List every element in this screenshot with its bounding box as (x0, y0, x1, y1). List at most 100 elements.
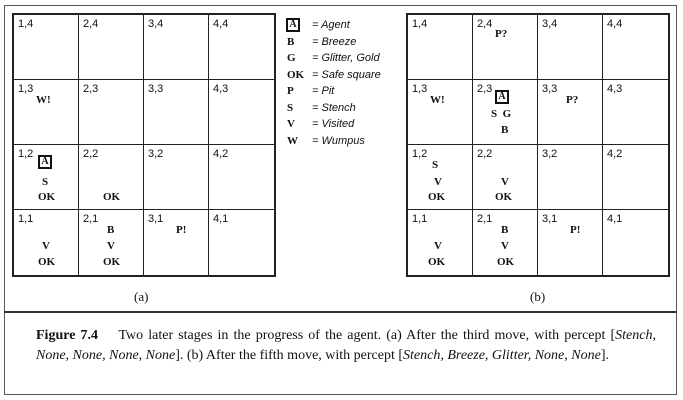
grid-cell-2-3: 2,3 (79, 80, 144, 145)
cell-coordinate: 4,2 (213, 148, 229, 160)
grid-cell-4-4: 4,4 (209, 15, 274, 80)
legend-description: = Breeze (312, 35, 357, 48)
legend-description: = Agent (312, 19, 350, 31)
cell-inline-mark: W! (36, 94, 51, 106)
caption-text-1: Two later stages in the progress of the … (118, 328, 616, 343)
percept-mark: S G (491, 108, 512, 120)
grid-cell-3-4: 3,4 (144, 15, 209, 80)
percept-mark: V (107, 240, 115, 252)
caption-percept-b: Stench, Breeze, Glitter, None, None (403, 348, 601, 363)
cell-coordinate: 4,4 (607, 18, 623, 30)
legend-symbol: G (287, 52, 296, 64)
caption-percept-a: Stench, None, None, None, None (36, 328, 656, 363)
grid-cell-1-4: 1,4 (408, 15, 473, 80)
percept-mark: OK (103, 191, 121, 203)
cell-inline-mark: P! (176, 224, 187, 236)
grid-cell-4-2: 4,2 (209, 145, 274, 210)
percept-mark: OK (497, 256, 515, 268)
percept-mark: V (434, 240, 442, 252)
grid-cell-4-1: 4,1 (603, 210, 668, 275)
percept-mark: B (107, 224, 115, 236)
legend-description: = Visited (312, 118, 355, 130)
percept-mark: OK (428, 191, 446, 203)
percept-mark: OK (428, 256, 446, 268)
cell-coordinate: 4,1 (607, 213, 623, 225)
panel-a-label: (a) (134, 289, 149, 304)
cell-coordinate: 3,2 (148, 148, 164, 160)
figure-frame (4, 5, 677, 395)
cell-coordinate: 1,1 (412, 213, 428, 225)
grid-cell-4-3: 4,3 (209, 80, 274, 145)
agent-marker: A (495, 90, 509, 104)
legend-symbol: OK (287, 68, 305, 81)
percept-mark: S (42, 176, 49, 188)
cell-coordinate: 3,1 (148, 213, 164, 225)
cell-coordinate: 2,4 (477, 18, 493, 30)
cell-inline-mark: P? (566, 94, 579, 106)
legend-description: = Pit (312, 85, 335, 97)
figure-label: Figure 7.4 (36, 328, 99, 343)
cell-coordinate: 3,3 (542, 83, 558, 95)
percept-mark: OK (38, 191, 56, 203)
grid-cell-3-2: 3,2 (538, 145, 603, 210)
grid-cell-4-1: 4,1 (209, 210, 274, 275)
figure-caption: Figure 7.4 Two later stages in the progr… (36, 326, 656, 366)
cell-inline-mark: P! (570, 224, 581, 236)
grid-cell-1-4: 1,4 (14, 15, 79, 80)
legend-description: = Stench (312, 101, 356, 114)
legend-row: B = Breeze (285, 35, 403, 52)
grid-cell-4-2: 4,2 (603, 145, 668, 210)
legend-symbol: B (287, 35, 295, 48)
cell-coordinate: 1,2 (412, 148, 428, 160)
caption-text-3: ]. (600, 348, 609, 363)
legend-symbol: A (286, 18, 300, 32)
percept-mark: V (42, 240, 50, 252)
cell-coordinate: 3,4 (148, 18, 164, 30)
grid-cell-4-4: 4,4 (603, 15, 668, 80)
legend-symbol: P (287, 85, 294, 97)
panel-b-label: (b) (530, 289, 546, 304)
cell-coordinate: 1,3 (412, 83, 428, 95)
cell-coordinate: 3,2 (542, 148, 558, 160)
legend-symbol: V (287, 118, 295, 130)
cell-coordinate: 4,4 (213, 18, 229, 30)
cell-coordinate: 1,4 (412, 18, 428, 30)
cell-coordinate: 2,2 (477, 148, 493, 160)
caption-text-2: ]. (b) After the fifth move, with percep… (175, 348, 404, 363)
grid-cell-3-4: 3,4 (538, 15, 603, 80)
legend-row: S= Stench (285, 101, 403, 118)
cell-coordinate: 3,1 (542, 213, 558, 225)
percept-mark: B (501, 124, 509, 136)
cell-inline-mark: P? (495, 28, 508, 40)
percept-mark: B (501, 224, 509, 236)
percept-mark: OK (38, 256, 56, 268)
cell-coordinate: 2,1 (477, 213, 493, 225)
cell-coordinate: 4,2 (607, 148, 623, 160)
cell-coordinate: 2,2 (83, 148, 99, 160)
percept-mark: V (501, 176, 509, 188)
cell-coordinate: 3,3 (148, 83, 164, 95)
legend-row: V = Visited (285, 117, 403, 134)
cell-coordinate: 1,3 (18, 83, 34, 95)
cell-coordinate: 4,3 (607, 83, 623, 95)
cell-coordinate: 4,1 (213, 213, 229, 225)
legend-symbol: W (287, 134, 298, 147)
legend-row: A = Agent (285, 18, 403, 35)
percept-mark: V (434, 176, 442, 188)
cell-coordinate: 3,4 (542, 18, 558, 30)
caption-divider (4, 311, 677, 313)
